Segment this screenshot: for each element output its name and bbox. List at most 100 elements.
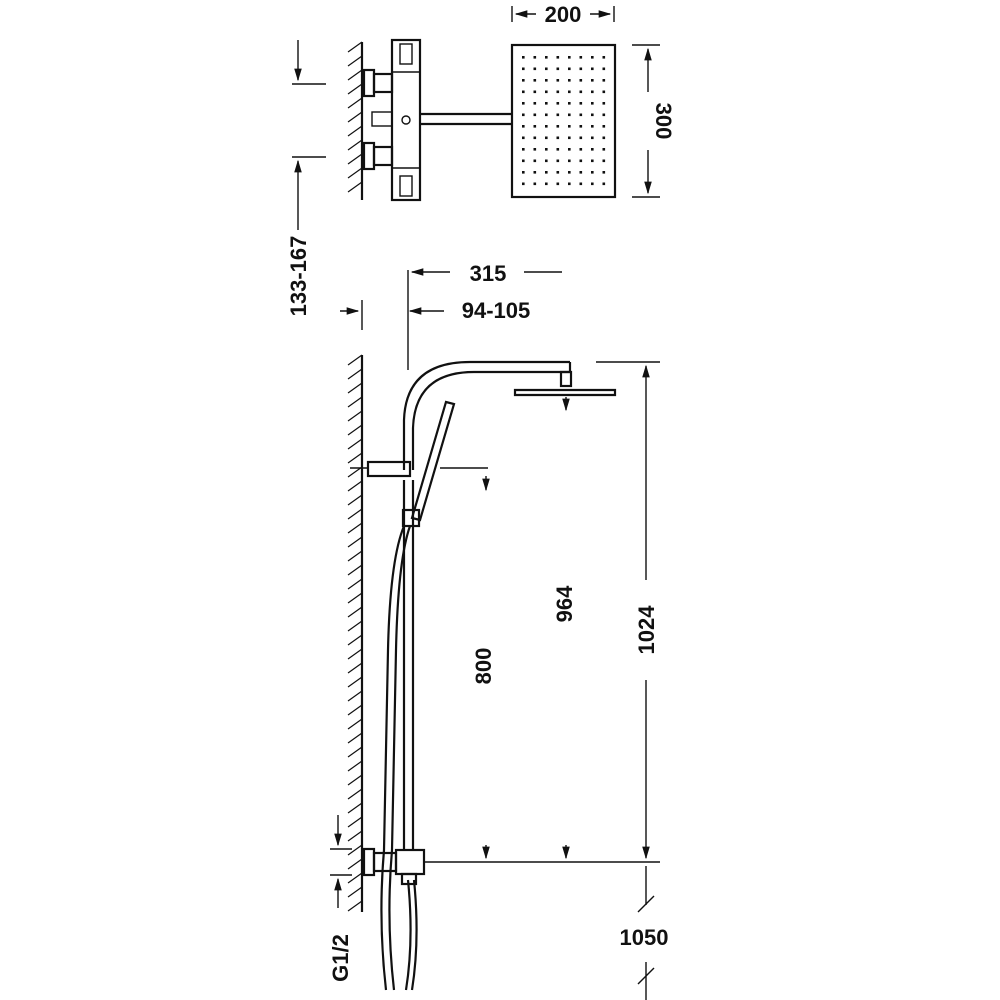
connector-lower	[362, 141, 394, 171]
hatch-line	[347, 816, 363, 828]
connector-upper	[362, 68, 394, 98]
nozzle-dot	[602, 56, 606, 59]
nozzle-dot	[568, 102, 571, 105]
nozzle-dot	[591, 56, 594, 59]
nozzle-dot	[579, 90, 583, 94]
nozzle-dot	[591, 159, 594, 163]
nozzle-dot	[533, 148, 537, 151]
label-bar-height: 964	[552, 585, 577, 622]
nozzle-dot	[556, 113, 560, 117]
dimension-thread: G1/2	[328, 815, 353, 982]
mixer-body-top	[371, 38, 422, 202]
nozzle-dot	[556, 56, 560, 59]
nozzle-dot	[533, 90, 537, 94]
dimension-1024: 1024	[634, 364, 659, 860]
nozzle-dot	[568, 136, 571, 140]
nozzle-dot	[556, 136, 560, 140]
hatch-line	[347, 676, 363, 688]
nozzle-dot	[556, 125, 560, 128]
nozzle-dot	[545, 136, 548, 140]
nozzle-dot	[579, 79, 583, 82]
nozzle-dot	[556, 159, 560, 163]
nozzle-dot	[579, 56, 583, 59]
hatch-line	[347, 606, 363, 618]
hatch-line	[347, 354, 363, 366]
nozzle-dot	[522, 159, 525, 163]
nozzle-dot	[522, 113, 525, 117]
nozzle-dot	[556, 182, 560, 186]
hand-shower	[401, 400, 456, 528]
hatch-line	[347, 410, 363, 422]
hatch-line	[347, 746, 363, 758]
side-view: 315 94-105	[328, 261, 668, 1000]
nozzle-dot	[591, 148, 594, 151]
wall-hatching-top	[347, 41, 364, 200]
nozzle-dot	[579, 148, 583, 151]
hatch-line	[347, 732, 363, 744]
hatch-line	[347, 396, 363, 408]
diverter-body	[362, 847, 426, 886]
nozzle-dot	[602, 90, 606, 94]
nozzle-dot	[579, 182, 583, 186]
label-wall-distance: 94-105	[462, 298, 531, 323]
hose	[380, 525, 418, 991]
shower-arm-top	[420, 112, 512, 126]
hatch-line	[347, 802, 363, 814]
nozzle-dot	[533, 79, 537, 82]
label-handshower-height: 800	[471, 648, 496, 685]
hatch-line	[347, 704, 363, 716]
nozzle-dot	[602, 102, 606, 105]
shower-head-nozzles	[522, 56, 606, 186]
label-thread: G1/2	[328, 934, 353, 982]
nozzle-dot	[545, 79, 548, 82]
hatch-line	[347, 620, 363, 632]
nozzle-dot	[602, 159, 606, 163]
nozzle-dot	[602, 182, 606, 186]
nozzle-dot	[533, 171, 537, 174]
nozzle-dot	[602, 113, 606, 117]
hatch-line	[347, 382, 363, 394]
nozzle-dot	[545, 56, 548, 59]
shower-head-side	[513, 370, 617, 412]
label-overall-height: 1024	[634, 605, 659, 655]
shower-head-top	[510, 43, 617, 199]
nozzle-dot	[591, 102, 594, 105]
nozzle-dot	[522, 148, 525, 151]
nozzle-dot	[522, 125, 525, 128]
hatch-line	[347, 564, 363, 576]
nozzle-dot	[602, 125, 606, 128]
hatch-line	[347, 424, 363, 436]
hatch-line	[347, 550, 363, 562]
nozzle-dot	[568, 56, 571, 59]
nozzle-dot	[579, 113, 583, 117]
nozzle-dot	[545, 171, 548, 174]
nozzle-dot	[602, 79, 606, 82]
nozzle-dot	[522, 67, 525, 71]
nozzle-dot	[591, 125, 594, 128]
nozzle-dot	[591, 113, 594, 117]
hatch-line	[347, 690, 363, 702]
hatch-line	[347, 508, 363, 520]
nozzle-dot	[533, 159, 537, 163]
hatch-line	[347, 592, 363, 604]
hatch-line	[347, 774, 363, 786]
nozzle-dot	[556, 67, 560, 71]
nozzle-dot	[522, 182, 525, 186]
hatch-line	[347, 634, 363, 646]
nozzle-dot	[579, 136, 583, 140]
hatch-line	[347, 368, 363, 380]
hatch-line	[347, 830, 363, 842]
dimension-133-167: 133-167	[286, 40, 326, 316]
nozzle-dot	[602, 171, 606, 174]
top-view: 200 300 133-167	[286, 2, 676, 316]
hatch-line	[347, 648, 363, 660]
nozzle-dot	[556, 102, 560, 105]
nozzle-dot	[591, 171, 594, 174]
wall-hatching-side	[347, 354, 364, 912]
nozzle-dot	[522, 90, 525, 94]
hatch-line	[347, 536, 363, 548]
dimension-1050: 1050	[620, 866, 668, 1000]
nozzle-dot	[568, 148, 571, 151]
nozzle-dot	[556, 171, 560, 174]
